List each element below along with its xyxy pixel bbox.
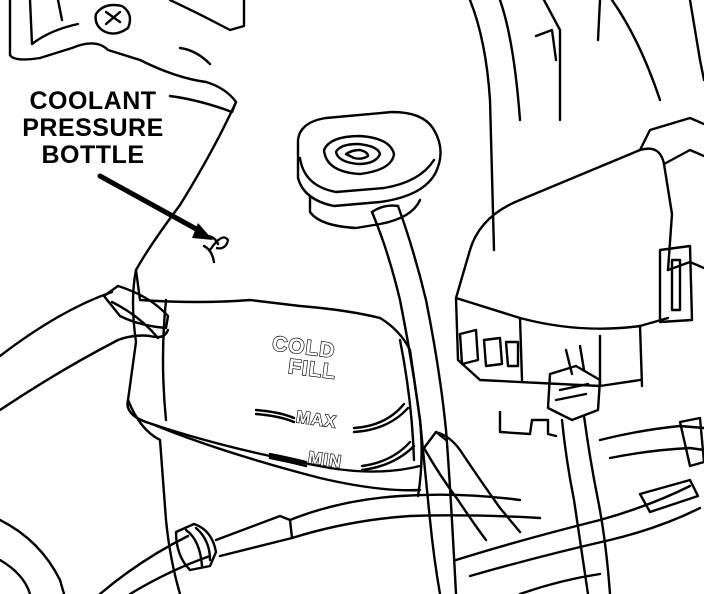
lower-hose — [0, 493, 542, 594]
callout-label: COOLANT PRESSURE BOTTLE — [8, 88, 178, 169]
callout-line-3: BOTTLE — [41, 141, 145, 169]
arrow-tip-squiggle — [209, 236, 230, 251]
electrical-connector — [546, 344, 612, 594]
callout-arrow — [97, 173, 201, 233]
wiring-harness — [454, 416, 704, 594]
arrow-head — [192, 223, 213, 240]
relay-box — [454, 116, 704, 438]
inlet-hose — [0, 284, 170, 412]
body-panel — [468, 0, 704, 252]
pressure-cap — [296, 110, 442, 230]
upper-left-bracket — [8, 0, 246, 114]
bypass-hose — [422, 430, 522, 542]
overflow-hose — [370, 204, 458, 594]
callout-line-2: PRESSURE — [22, 114, 164, 142]
callout-line-1: COOLANT — [29, 87, 157, 115]
